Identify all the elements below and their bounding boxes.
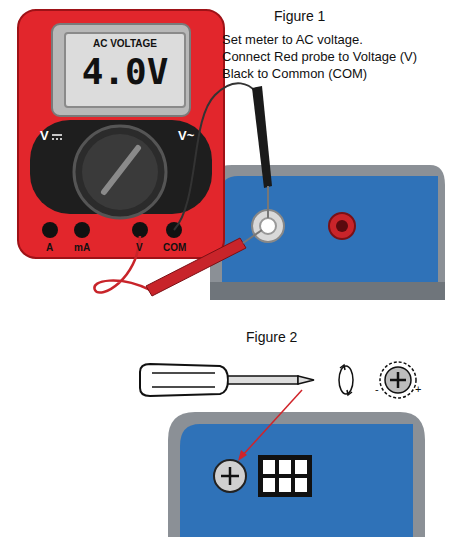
reading-value: 4.0V [66, 49, 184, 96]
lcd-display: AC VOLTAGE4.0V [64, 32, 186, 108]
screwdriver [140, 364, 314, 396]
probe-wires [94, 83, 256, 292]
pointer-arrow [238, 390, 302, 461]
instruction-text: Connect Red probe to Voltage (V) [222, 50, 417, 64]
terminal-label: V [40, 129, 49, 143]
polarity-sign: + [415, 383, 421, 395]
figure-caption: Figure 2 [246, 330, 297, 345]
instruction-text: Set meter to AC voltage. [222, 33, 363, 47]
multimeter [18, 10, 224, 258]
rotation-symbol [339, 365, 353, 395]
device-housing-2 [168, 412, 425, 537]
terminal-label: V [136, 242, 143, 253]
red-probe [146, 230, 262, 296]
polarity-sign: - [375, 383, 379, 395]
terminal-label: V~ [178, 129, 194, 143]
instruction-text: Black to Common (COM) [222, 67, 367, 81]
device-housing [210, 165, 445, 300]
terminal-label: A [46, 242, 53, 253]
terminal-label: mA [74, 242, 90, 253]
terminal-label: COM [163, 242, 186, 253]
figure-caption: Figure 1 [274, 9, 325, 24]
mode-text: AC VOLTAGE [66, 34, 184, 49]
adjust-dial-symbol [380, 362, 416, 398]
black-probe [252, 86, 272, 218]
